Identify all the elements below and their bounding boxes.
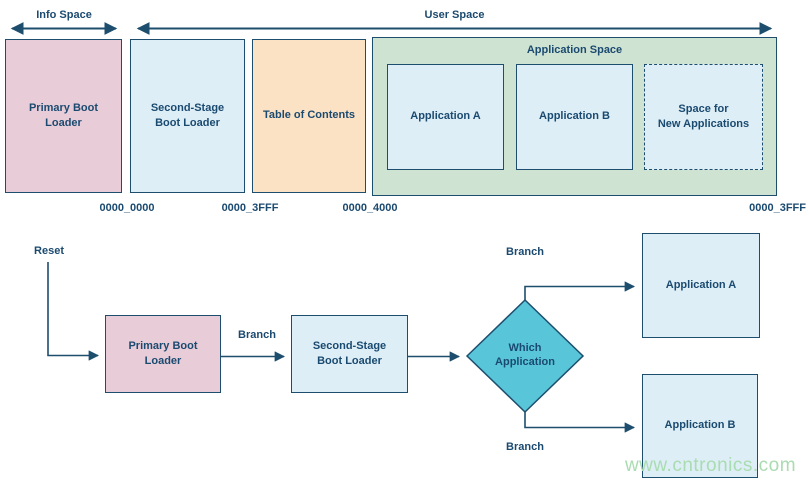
address-label-0000-0000: 0000_0000	[99, 202, 155, 214]
memory-block-application-b: Application B	[516, 64, 633, 170]
reset-arrow-icon	[47, 262, 100, 361]
branch-label-primary: Branch	[238, 329, 276, 341]
branch-label-top: Branch	[506, 246, 544, 258]
branch-arrow-to-application-a-icon	[524, 281, 636, 300]
which-application-label: Which Application	[495, 342, 555, 368]
memory-block-primary-boot-loader: Primary Boot Loader	[5, 39, 122, 193]
flow-node-application-b: Application B	[642, 374, 758, 478]
memory-block-application-a: Application A	[387, 64, 504, 170]
watermark-text: www.cntronics.com	[624, 455, 797, 476]
branch-label-bottom: Branch	[506, 441, 544, 453]
info-space-label: Info Space	[36, 9, 92, 21]
address-label-0000-4000: 0000_4000	[342, 202, 398, 214]
address-label-0000-3fff-right: 0000_3FFF	[749, 202, 806, 214]
reset-label: Reset	[34, 245, 64, 257]
application-space-label: Application Space	[526, 44, 623, 56]
memory-block-second-stage-boot-loader: Second-Stage Boot Loader	[130, 39, 245, 193]
user-space-label: User Space	[424, 9, 485, 21]
flow-node-second-stage-boot-loader: Second-Stage Boot Loader	[291, 315, 408, 393]
flow-node-primary-boot-loader: Primary Boot Loader	[105, 315, 221, 393]
memory-block-space-for-new-applications: Space for New Applications	[644, 64, 763, 170]
flow-node-application-a: Application A	[642, 233, 760, 338]
branch-arrow-to-application-b-icon	[524, 412, 636, 433]
address-label-0000-3fff-left: 0000_3FFF	[221, 202, 279, 214]
memory-block-table-of-contents: Table of Contents	[252, 39, 366, 193]
